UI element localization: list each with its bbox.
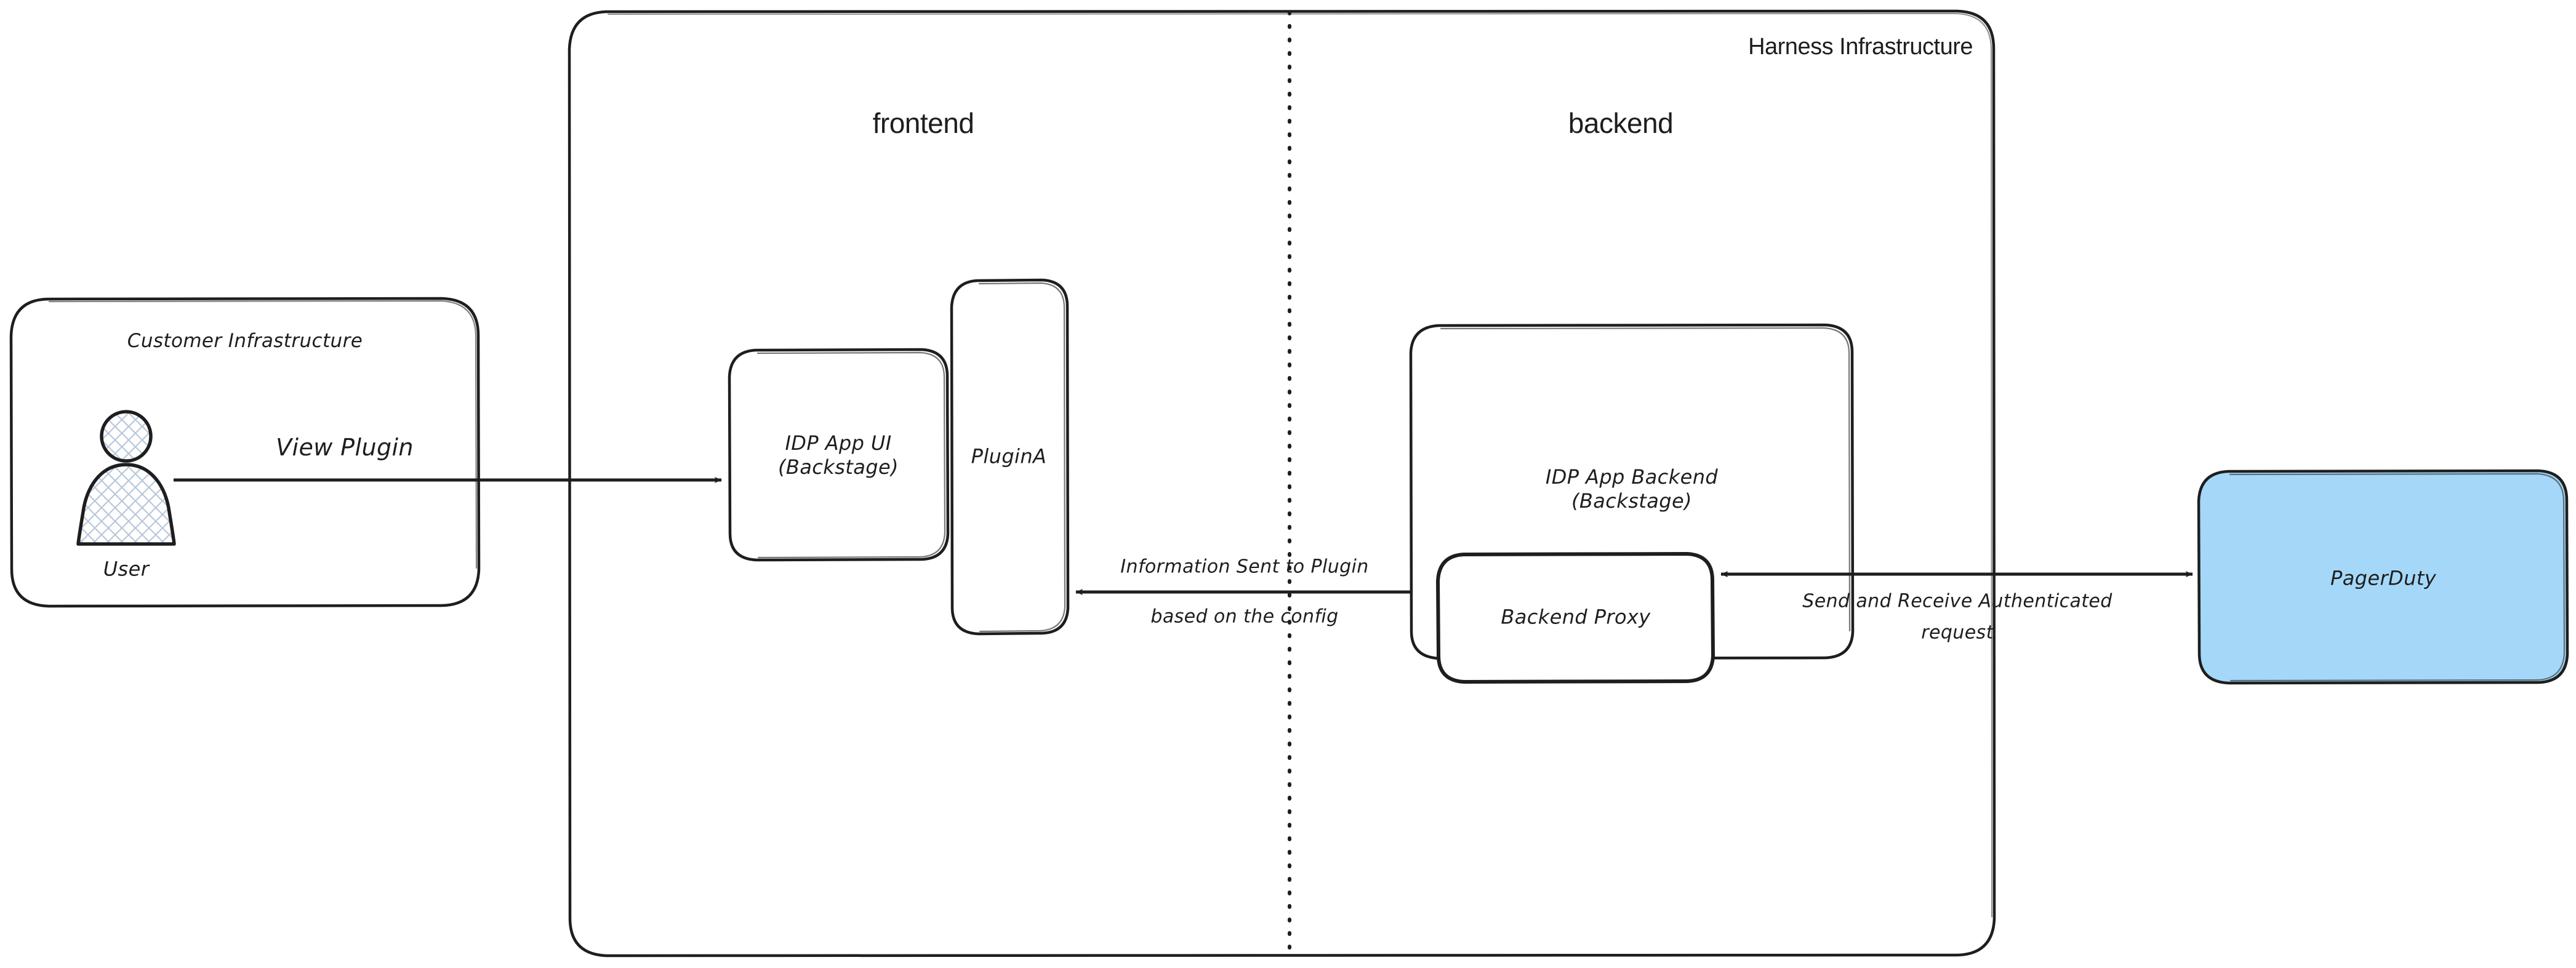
idp-app-ui-label: IDP App UI (Backstage) xyxy=(737,431,940,479)
idp-app-backend-label-line2: (Backstage) xyxy=(1571,489,1692,513)
plugin-a-box[interactable] xyxy=(950,278,1070,636)
pagerduty-box[interactable] xyxy=(2197,469,2569,685)
idp-app-backend-label: IDP App Backend (Backstage) xyxy=(1441,465,1823,513)
idp-app-ui-label-line1: IDP App UI xyxy=(785,431,892,455)
user-actor-icon xyxy=(76,410,176,546)
idp-app-ui-box[interactable] xyxy=(728,348,950,562)
customer-infrastructure-box xyxy=(9,297,481,608)
harness-infrastructure-box xyxy=(568,9,1996,958)
idp-app-backend-label-line1: IDP App Backend xyxy=(1545,465,1719,489)
backend-proxy-box[interactable] xyxy=(1436,552,1715,684)
idp-app-ui-label-line2: (Backstage) xyxy=(778,455,899,479)
